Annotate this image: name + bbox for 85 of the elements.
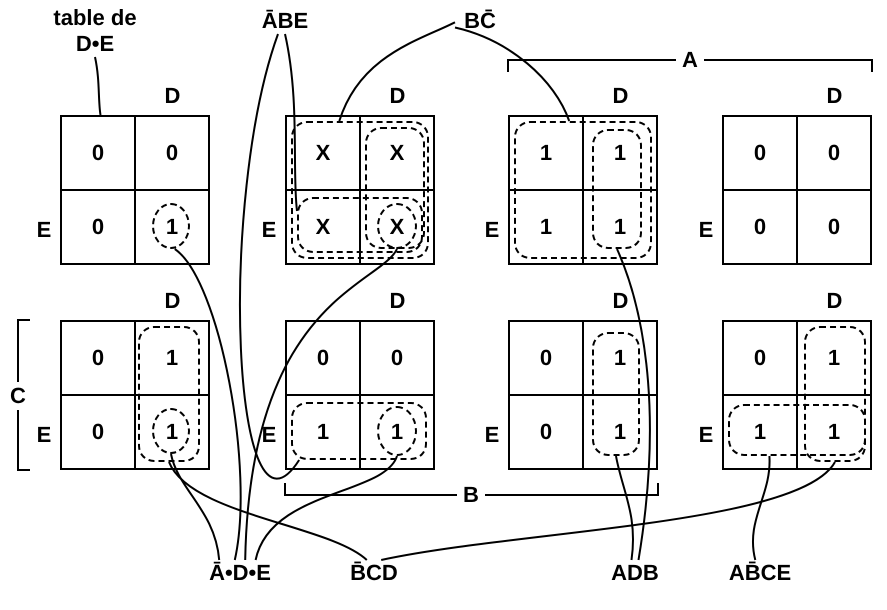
term-label: ADB — [600, 560, 670, 586]
cell-value: 1 — [164, 214, 180, 240]
axis-label: D — [388, 288, 406, 314]
leader-line — [752, 456, 770, 560]
cell-value: 0 — [90, 140, 106, 166]
axis-label: D — [826, 83, 844, 109]
leader-line — [174, 248, 242, 560]
cell-value: 0 — [826, 140, 842, 166]
dashed-loop — [804, 326, 866, 462]
term-label: ĀBE — [250, 8, 320, 34]
cell-value: 0 — [390, 345, 404, 371]
dashed-loop — [592, 332, 640, 456]
dashed-circle — [152, 408, 190, 454]
dashed-loop — [514, 121, 652, 259]
dashed-circle — [152, 203, 190, 249]
dashed-loop — [291, 402, 427, 460]
cell-value: 1 — [164, 419, 180, 445]
bracket-label: C — [9, 383, 27, 409]
axis-label: D — [164, 83, 182, 109]
cell-value: 0 — [752, 140, 768, 166]
cell-value: 0 — [538, 345, 554, 371]
dashed-loop — [365, 127, 425, 249]
cell-value: 1 — [538, 214, 554, 240]
cell-value: 1 — [612, 140, 628, 166]
cell-value: 1 — [612, 214, 628, 240]
cell-value: 1 — [538, 140, 554, 166]
cell-value: 0 — [90, 419, 106, 445]
cell-value: 0 — [752, 345, 768, 371]
cell-value: 1 — [752, 419, 768, 445]
cell-value: 0 — [316, 345, 330, 371]
axis-label: E — [260, 217, 278, 243]
bracket-label: A — [681, 47, 699, 73]
cell-value: 1 — [826, 419, 842, 445]
term-label: AB̄CE — [713, 560, 807, 586]
leader-line — [454, 26, 570, 122]
axis-label: E — [698, 422, 714, 448]
leader-line — [170, 454, 220, 560]
axis-label: E — [484, 217, 500, 243]
axis-label: E — [698, 217, 714, 243]
leader-line — [381, 461, 836, 561]
cell-value: X — [388, 214, 406, 240]
cell-value: X — [314, 140, 332, 166]
axis-label: D — [612, 288, 630, 314]
dashed-loop — [291, 121, 429, 259]
dashed-loop — [728, 404, 866, 456]
cell-value: 0 — [752, 214, 768, 240]
axis-label: D — [826, 288, 844, 314]
cell-value: 0 — [90, 345, 106, 371]
axis-label: E — [36, 217, 52, 243]
dashed-loop — [592, 129, 642, 249]
leader-line — [284, 34, 298, 212]
axis-label: D — [612, 83, 630, 109]
cell-value: 1 — [316, 419, 330, 445]
dashed-circle — [377, 406, 417, 456]
term-label: table de D•E — [45, 5, 145, 57]
term-label: BC̄ — [455, 8, 505, 34]
axis-label: D — [164, 288, 182, 314]
axis-label: E — [36, 422, 52, 448]
cell-value: X — [388, 140, 406, 166]
cell-value: 1 — [164, 345, 180, 371]
cell-value: 1 — [612, 345, 628, 371]
bracket-label: B — [462, 482, 480, 508]
cell-value: 1 — [826, 345, 842, 371]
leader-line — [254, 456, 398, 560]
axis-label: E — [260, 422, 278, 448]
leader-line — [168, 461, 368, 561]
term-label: B̄CD — [338, 560, 410, 586]
term-label: Ā•D•E — [188, 560, 292, 586]
cell-value: 0 — [538, 419, 554, 445]
leader-line — [615, 456, 634, 560]
axis-label: E — [484, 422, 500, 448]
cell-value: 0 — [90, 214, 106, 240]
leader-line — [338, 21, 456, 122]
cell-value: 0 — [164, 140, 180, 166]
dashed-loop — [138, 326, 200, 462]
leader-line — [616, 248, 651, 560]
leader-line — [94, 56, 102, 116]
leader-line — [239, 34, 300, 478]
cell-value: X — [314, 214, 332, 240]
cell-value: 1 — [390, 419, 404, 445]
dashed-loop — [297, 197, 423, 253]
cell-value: 0 — [826, 214, 842, 240]
cell-value: 1 — [612, 419, 628, 445]
dashed-circle — [377, 203, 417, 249]
axis-label: D — [388, 83, 406, 109]
